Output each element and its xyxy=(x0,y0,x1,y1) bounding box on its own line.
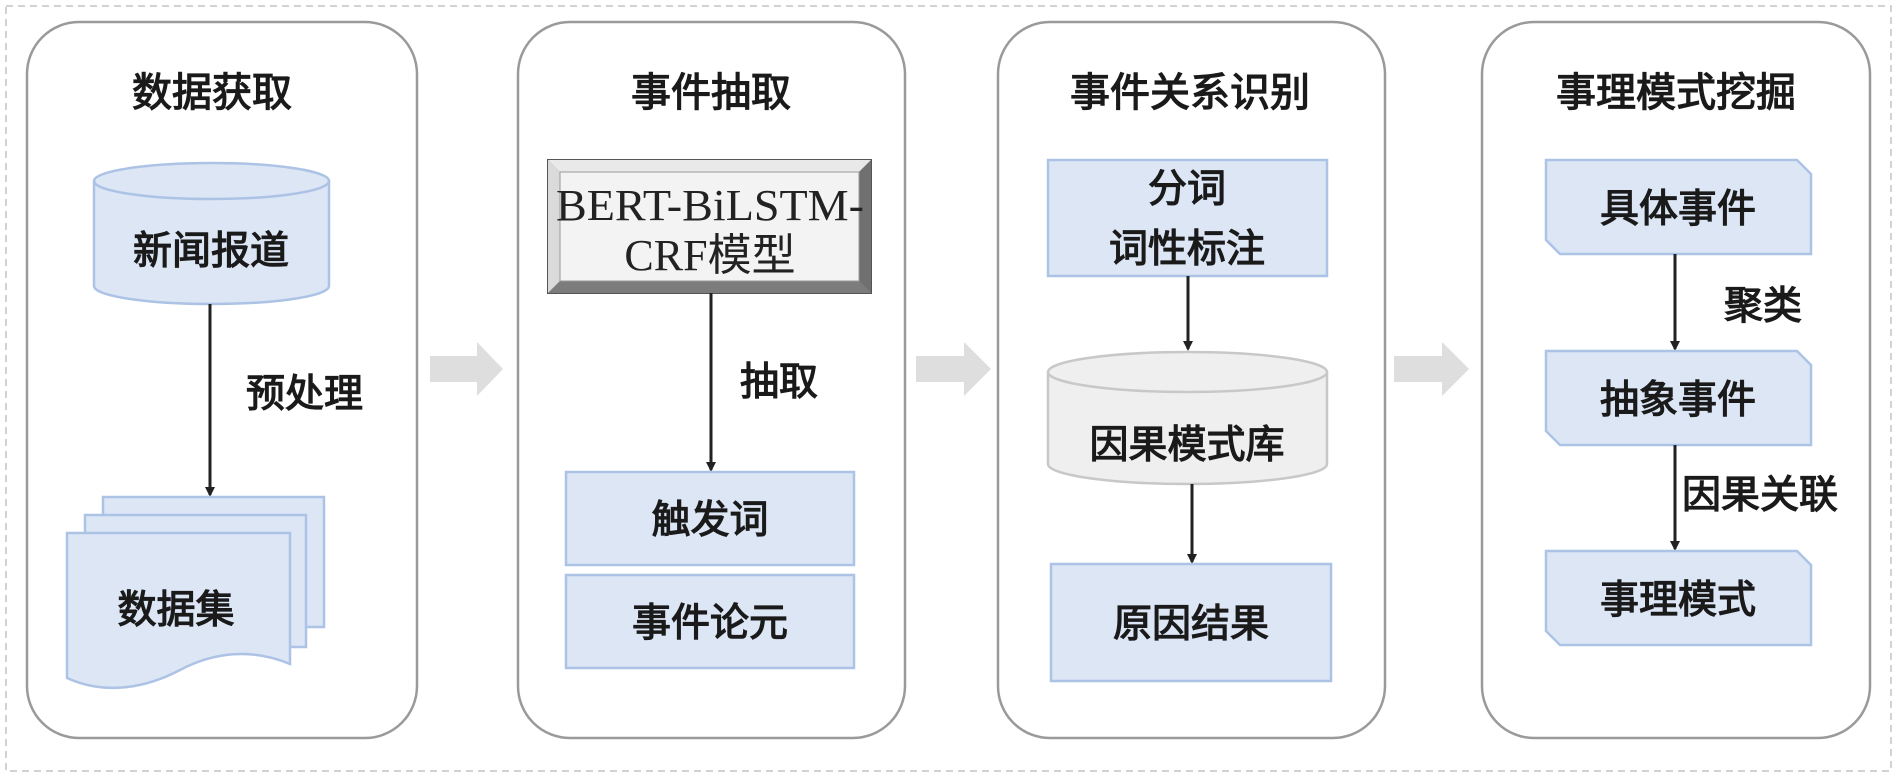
event-pattern-label: 事理模式 xyxy=(1600,577,1756,623)
concrete-event-card xyxy=(1544,158,1813,256)
stage-arrow xyxy=(430,342,503,396)
stage-relation-recognition: 事件关系识别 分词 词性标注 因果模式库 原因结果 xyxy=(996,20,1387,740)
model-label-line1: BERT-BiLSTM- xyxy=(556,181,864,230)
segmentation-box xyxy=(1046,158,1329,278)
event-pattern-card xyxy=(1544,549,1813,647)
abstract-event-label: 抽象事件 xyxy=(1600,377,1756,423)
stage-data-acquisition: 数据获取 新闻报道 预处理 数据集 xyxy=(25,20,419,740)
concrete-event-label: 具体事件 xyxy=(1600,186,1756,232)
stage-title: 事件关系识别 xyxy=(1070,69,1310,116)
dataset-document-stack: 数据集 xyxy=(65,495,326,690)
stage-pattern-mining: 事理模式挖掘 具体事件 聚类 抽象事件 因果关联 事理模式 xyxy=(1480,20,1872,740)
segmentation-label: 分词 xyxy=(1148,166,1226,212)
cause-effect-box xyxy=(1049,562,1333,683)
causal-pattern-library-cylinder: 因果模式库 xyxy=(1046,350,1329,486)
dataset-label: 数据集 xyxy=(117,587,234,633)
clustering-label: 聚类 xyxy=(1723,283,1802,329)
news-source-cylinder: 新闻报道 xyxy=(92,161,331,306)
outer-frame xyxy=(5,5,1892,772)
trigger-word-label: 触发词 xyxy=(651,497,768,543)
trigger-word-box xyxy=(564,470,856,567)
causal-pattern-library-label: 因果模式库 xyxy=(1089,422,1284,468)
cause-effect-label: 原因结果 xyxy=(1113,601,1269,647)
causal-link-label: 因果关联 xyxy=(1682,472,1838,518)
pos-tagging-label: 词性标注 xyxy=(1109,226,1265,272)
model-box: BERT-BiLSTM- CRF模型 xyxy=(547,159,872,294)
event-argument-label: 事件论元 xyxy=(632,600,788,646)
model-label-line2: CRF模型 xyxy=(624,231,795,280)
stage-title: 事理模式挖掘 xyxy=(1556,69,1796,116)
stage-arrow xyxy=(916,342,991,396)
stage-arrow xyxy=(1394,342,1469,396)
event-argument-box xyxy=(564,573,856,670)
stage-title: 数据获取 xyxy=(132,69,292,116)
stage-title: 事件抽取 xyxy=(631,69,791,116)
stage-event-extraction: 事件抽取 BERT-BiLSTM- CRF模型 抽取 触发词 事件论元 xyxy=(516,20,907,740)
abstract-event-card xyxy=(1544,349,1813,447)
preprocess-label: 预处理 xyxy=(246,371,363,417)
extract-label: 抽取 xyxy=(740,359,818,405)
news-source-label: 新闻报道 xyxy=(133,228,289,274)
